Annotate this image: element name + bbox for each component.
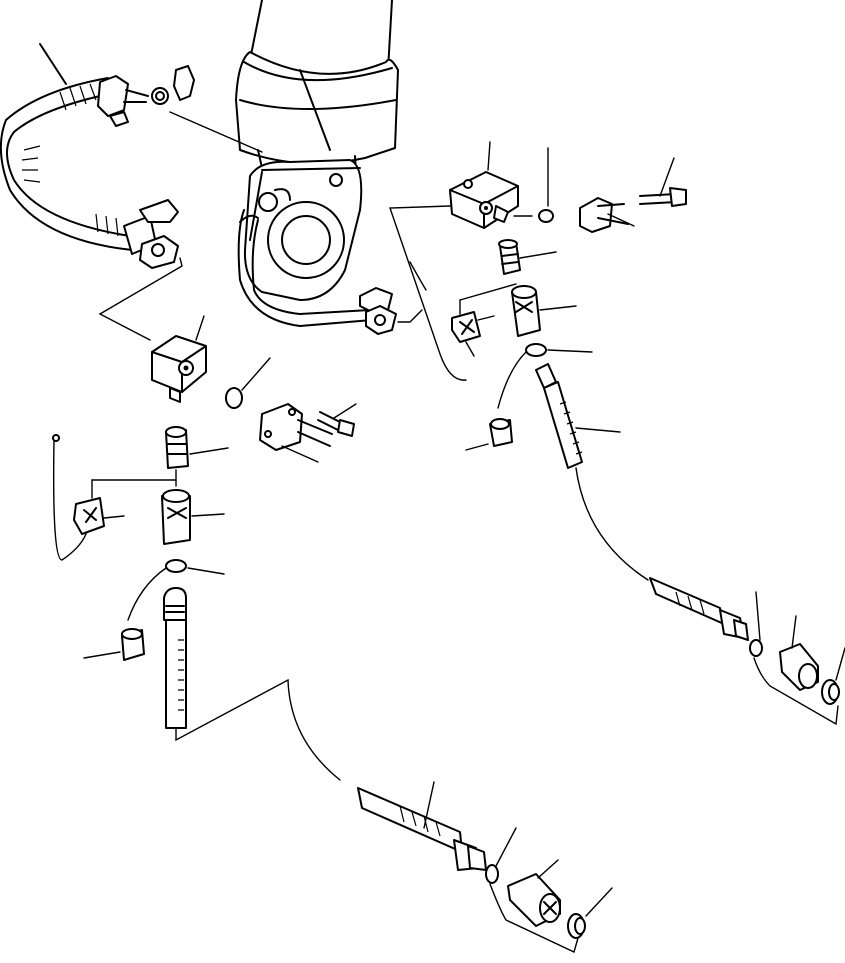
left-hose-ring xyxy=(127,559,225,621)
callout-line xyxy=(519,251,557,259)
left-nipple xyxy=(165,426,229,469)
callout-line xyxy=(547,349,593,353)
left-coupler xyxy=(161,489,225,545)
right-nipple xyxy=(498,239,557,275)
tether-chain xyxy=(409,261,427,291)
bottom-ring xyxy=(485,827,579,953)
callout-line xyxy=(83,651,121,659)
bottom-hose xyxy=(357,781,487,871)
right-o-ring xyxy=(513,147,554,223)
right-lower-coupler xyxy=(779,615,819,691)
right-split-flange xyxy=(579,197,635,233)
callout-line xyxy=(187,567,225,575)
callout-line xyxy=(333,403,357,419)
callout-line xyxy=(397,309,423,323)
right-long-hose xyxy=(535,363,649,581)
callout-line xyxy=(103,515,125,519)
callout-line xyxy=(423,781,435,829)
left-o-ring xyxy=(225,357,271,409)
left-dust-cap xyxy=(52,434,125,561)
right-lower-hose xyxy=(649,577,749,641)
callout-line xyxy=(537,859,559,879)
callout-line xyxy=(495,827,517,867)
split-flange-right xyxy=(359,287,397,335)
hydraulic-cylinder xyxy=(235,0,399,173)
callout-line xyxy=(539,305,577,311)
tether-chain xyxy=(497,351,527,409)
callout-line xyxy=(487,141,491,171)
swivel-body xyxy=(243,159,363,301)
callout-line xyxy=(575,427,621,433)
right-lower-cap xyxy=(821,647,845,705)
callout-line xyxy=(39,43,67,85)
right-coupler xyxy=(511,285,577,337)
tether-chain xyxy=(465,341,475,357)
callout-line xyxy=(465,443,489,451)
callout-line xyxy=(791,615,797,649)
connector-line xyxy=(389,205,467,381)
swivel-pipe xyxy=(237,209,373,327)
right-plug xyxy=(465,418,513,451)
callout-line xyxy=(755,591,761,641)
left-hose-end-fitting xyxy=(98,199,183,341)
callout-line xyxy=(585,887,613,917)
callout-line xyxy=(195,315,205,341)
callout-line xyxy=(241,357,271,391)
tether-chain xyxy=(52,439,87,561)
bottom-cap xyxy=(567,887,613,939)
callout-line xyxy=(659,157,675,197)
connector-line xyxy=(459,283,517,301)
left-flange-bolt xyxy=(317,403,357,437)
top-hose-fitting xyxy=(97,65,263,153)
tether-chain xyxy=(127,567,167,621)
left-long-hose xyxy=(163,587,341,781)
left-plug xyxy=(83,628,145,661)
right-manifold-block xyxy=(389,141,519,381)
callout-line xyxy=(835,647,845,681)
callout-line xyxy=(477,315,495,321)
right-dust-cap xyxy=(409,261,495,357)
right-lower-ring xyxy=(749,591,839,726)
tether-chain xyxy=(489,883,579,953)
top-left-hose xyxy=(0,43,133,251)
callout-line xyxy=(191,513,225,517)
left-split-flange xyxy=(259,403,333,463)
right-hose-ring xyxy=(497,343,593,409)
callout-line xyxy=(189,447,229,455)
bottom-coupler xyxy=(507,859,561,927)
left-manifold-block xyxy=(151,315,207,403)
right-flange-bolt xyxy=(639,157,687,207)
tether-chain xyxy=(753,657,839,726)
